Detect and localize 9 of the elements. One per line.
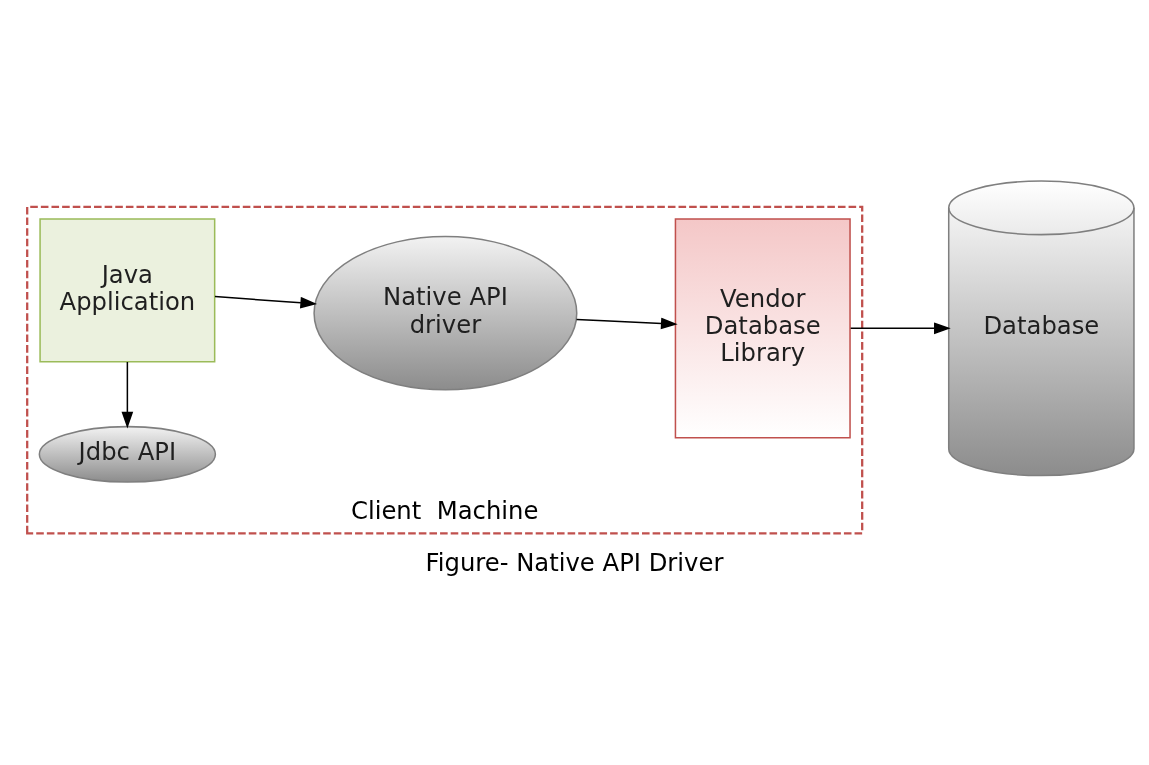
node-ellipse: Native API driver <box>313 235 578 391</box>
node-ellipse: Jdbc API <box>38 425 217 483</box>
arrow <box>849 322 951 334</box>
arrow <box>575 317 678 329</box>
arrow <box>214 295 318 309</box>
arrow <box>121 360 134 428</box>
caption: Figure- Native API Driver <box>425 547 724 577</box>
node-box: Vendor Database Library <box>674 217 851 438</box>
node-box: Java Application <box>39 217 216 362</box>
